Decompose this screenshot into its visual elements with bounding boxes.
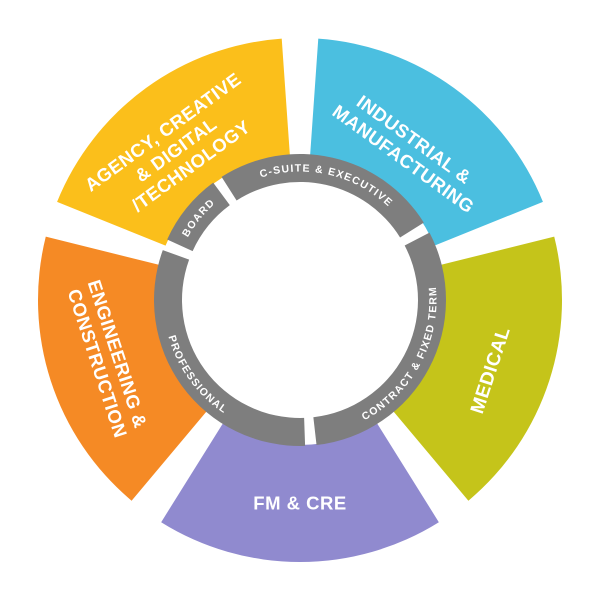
- inner-ring: [153, 153, 446, 446]
- segment-medical: [393, 236, 563, 501]
- inner-segment-c-suite-executive: [221, 153, 424, 238]
- inner-segment-professional: [153, 250, 306, 446]
- segment-agency-creative-digital-technology: [57, 38, 290, 246]
- segment-fm-cre: [161, 422, 439, 563]
- segment-engineering-construction: [37, 236, 207, 501]
- segment-industrial-manufacturing: [310, 38, 543, 246]
- outer-ring: [37, 38, 563, 563]
- inner-segment-board: [167, 182, 230, 252]
- label-fm-cre: FM & CRE: [253, 493, 346, 514]
- inner-segment-contract-fixed-term: [313, 232, 446, 446]
